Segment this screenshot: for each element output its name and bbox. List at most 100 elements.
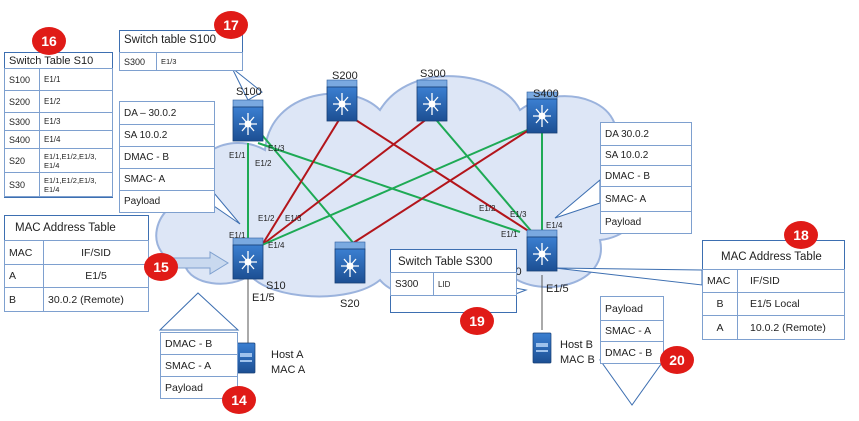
cell-line: E1/1,E1/2,E1/3, [44, 151, 97, 161]
table-row: MAC IF/SID [4, 240, 149, 265]
table-cell: S300 [119, 52, 157, 71]
table-header: IF/SID [737, 269, 845, 293]
port-label: E1/3 [510, 210, 527, 219]
switch-table-s300-title: Switch Table S300 [398, 256, 493, 268]
host-a-mac: MAC A [271, 364, 306, 376]
fabric-links [247, 114, 543, 343]
table-row: S30 E1/1,E1/2,E1/3,E1/4 [4, 172, 113, 197]
table-cell: S400 [4, 130, 40, 149]
table-cell: DMAC - B [600, 165, 692, 187]
table-row: S300 E1/3 [4, 112, 113, 131]
step-badge-19: 19 [460, 307, 494, 335]
table-cell: S100 [4, 68, 40, 91]
port-label: E1/3 [285, 214, 302, 223]
host-a-frame-arrow [158, 292, 240, 331]
table-cell: SMAC- A [119, 168, 215, 191]
table-row: DA – 30.0.2 [119, 101, 215, 125]
table-cell: S200 [4, 90, 40, 113]
table-row: DMAC - B [119, 146, 215, 169]
switch-s100-icon [232, 99, 264, 142]
table-header: IF/SID [43, 240, 149, 265]
mac-table-s30-rows: MAC IF/SID B E1/5 Local A 10.0.2 (Remote… [702, 269, 845, 340]
switch-s20-icon [334, 241, 366, 284]
port-label: E1/1 [229, 231, 246, 240]
table-cell: E1/1,E1/2,E1/3,E1/4 [39, 172, 113, 197]
table-row: SMAC- A [119, 168, 215, 191]
table-cell: LID [433, 272, 517, 296]
host-b-icon [532, 332, 552, 364]
switch-table-s300-rows: S300 LID [390, 272, 517, 296]
port-label: E1/5 [546, 283, 569, 295]
table-cell: E1/5 Local [737, 292, 845, 316]
table-cell: E1/4 [39, 130, 113, 149]
port-label: E1/2 [479, 204, 496, 213]
table-cell: 10.0.2 (Remote) [737, 315, 845, 340]
table-cell: S300 [390, 272, 434, 296]
table-row: SA 10.0.2 [119, 124, 215, 147]
cell-line: E1/4 [44, 160, 60, 170]
table-cell: DA – 30.0.2 [119, 101, 215, 125]
port-label: E1/4 [268, 241, 285, 250]
table-cell: DMAC - B [600, 341, 664, 364]
host-b-frame-arrow [599, 359, 665, 406]
switch-s200-label: S200 [332, 70, 358, 82]
callout-s100 [231, 67, 263, 101]
table-row: MAC IF/SID [702, 269, 845, 293]
frame-s30: DA 30.0.2 SA 10.0.2 DMAC - B SMAC- A Pay… [600, 122, 692, 234]
table-cell: DMAC - B [119, 146, 215, 169]
cell-line: E1/1,E1/2,E1/3, [44, 175, 97, 185]
table-cell: E1/1,E1/2,E1/3,E1/4 [39, 148, 113, 173]
table-row: S200 E1/2 [4, 90, 113, 113]
table-row: DA 30.0.2 [600, 122, 692, 146]
switch-s300-icon [416, 79, 448, 122]
table-header: MAC [4, 240, 44, 265]
table-cell: B [4, 287, 44, 312]
table-cell: Payload [600, 296, 664, 321]
port-label: E1/5 [252, 292, 275, 304]
table-row: SMAC- A [600, 186, 692, 212]
table-row: SMAC - A [160, 354, 238, 377]
table-cell: Payload [600, 211, 692, 234]
table-row: SMAC - A [600, 320, 664, 342]
host-a-name: Host A [271, 349, 304, 361]
table-cell: 30.0.2 (Remote) [43, 287, 149, 312]
table-row: S300 LID [390, 272, 517, 296]
table-row: DMAC - B [160, 332, 238, 355]
switch-table-s10-rows: S100 E1/1 S200 E1/2 S300 E1/3 S400 E1/4 … [4, 68, 113, 197]
table-row: A E1/5 [4, 264, 149, 288]
table-cell: Payload [160, 376, 238, 399]
host-b-mac: MAC B [560, 354, 595, 366]
table-row: DMAC - B [600, 165, 692, 187]
mac-table-s10-rows: MAC IF/SID A E1/5 B 30.0.2 (Remote) [4, 240, 149, 312]
table-cell: S30 [4, 172, 40, 197]
mac-table-s10-title: MAC Address Table [15, 222, 116, 234]
table-row: Payload [119, 190, 215, 213]
table-cell: DA 30.0.2 [600, 122, 692, 146]
table-cell: SMAC - A [160, 354, 238, 377]
table-cell: SMAC - A [600, 320, 664, 342]
table-row: S20 E1/1,E1/2,E1/3,E1/4 [4, 148, 113, 173]
step-badge-20: 20 [660, 346, 694, 374]
port-label: E1/2 [255, 159, 272, 168]
table-row: DMAC - B [600, 341, 664, 364]
step-badge-18: 18 [784, 221, 818, 249]
table-row: B E1/5 Local [702, 292, 845, 316]
table-cell: E1/5 [43, 264, 149, 288]
table-row: B 30.0.2 (Remote) [4, 287, 149, 312]
table-cell: E1/3 [39, 112, 113, 131]
cell-line: E1/4 [44, 184, 60, 194]
port-label: E1/1 [501, 230, 518, 239]
table-cell: A [702, 315, 738, 340]
switch-s400-label: S400 [533, 88, 559, 100]
switch-s20-label: S20 [340, 298, 360, 310]
switch-s300-label: S300 [420, 68, 446, 80]
switch-s30-icon [526, 229, 558, 272]
port-label: E1/2 [258, 214, 275, 223]
switch-s200-icon [326, 79, 358, 122]
table-cell: B [702, 292, 738, 316]
host-b-frame: Payload SMAC - A DMAC - B [600, 296, 664, 364]
host-b-name: Host B [560, 339, 594, 351]
table-row: S100 E1/1 [4, 68, 113, 91]
table-row: Payload [600, 211, 692, 234]
port-label: E1/1 [229, 151, 246, 160]
